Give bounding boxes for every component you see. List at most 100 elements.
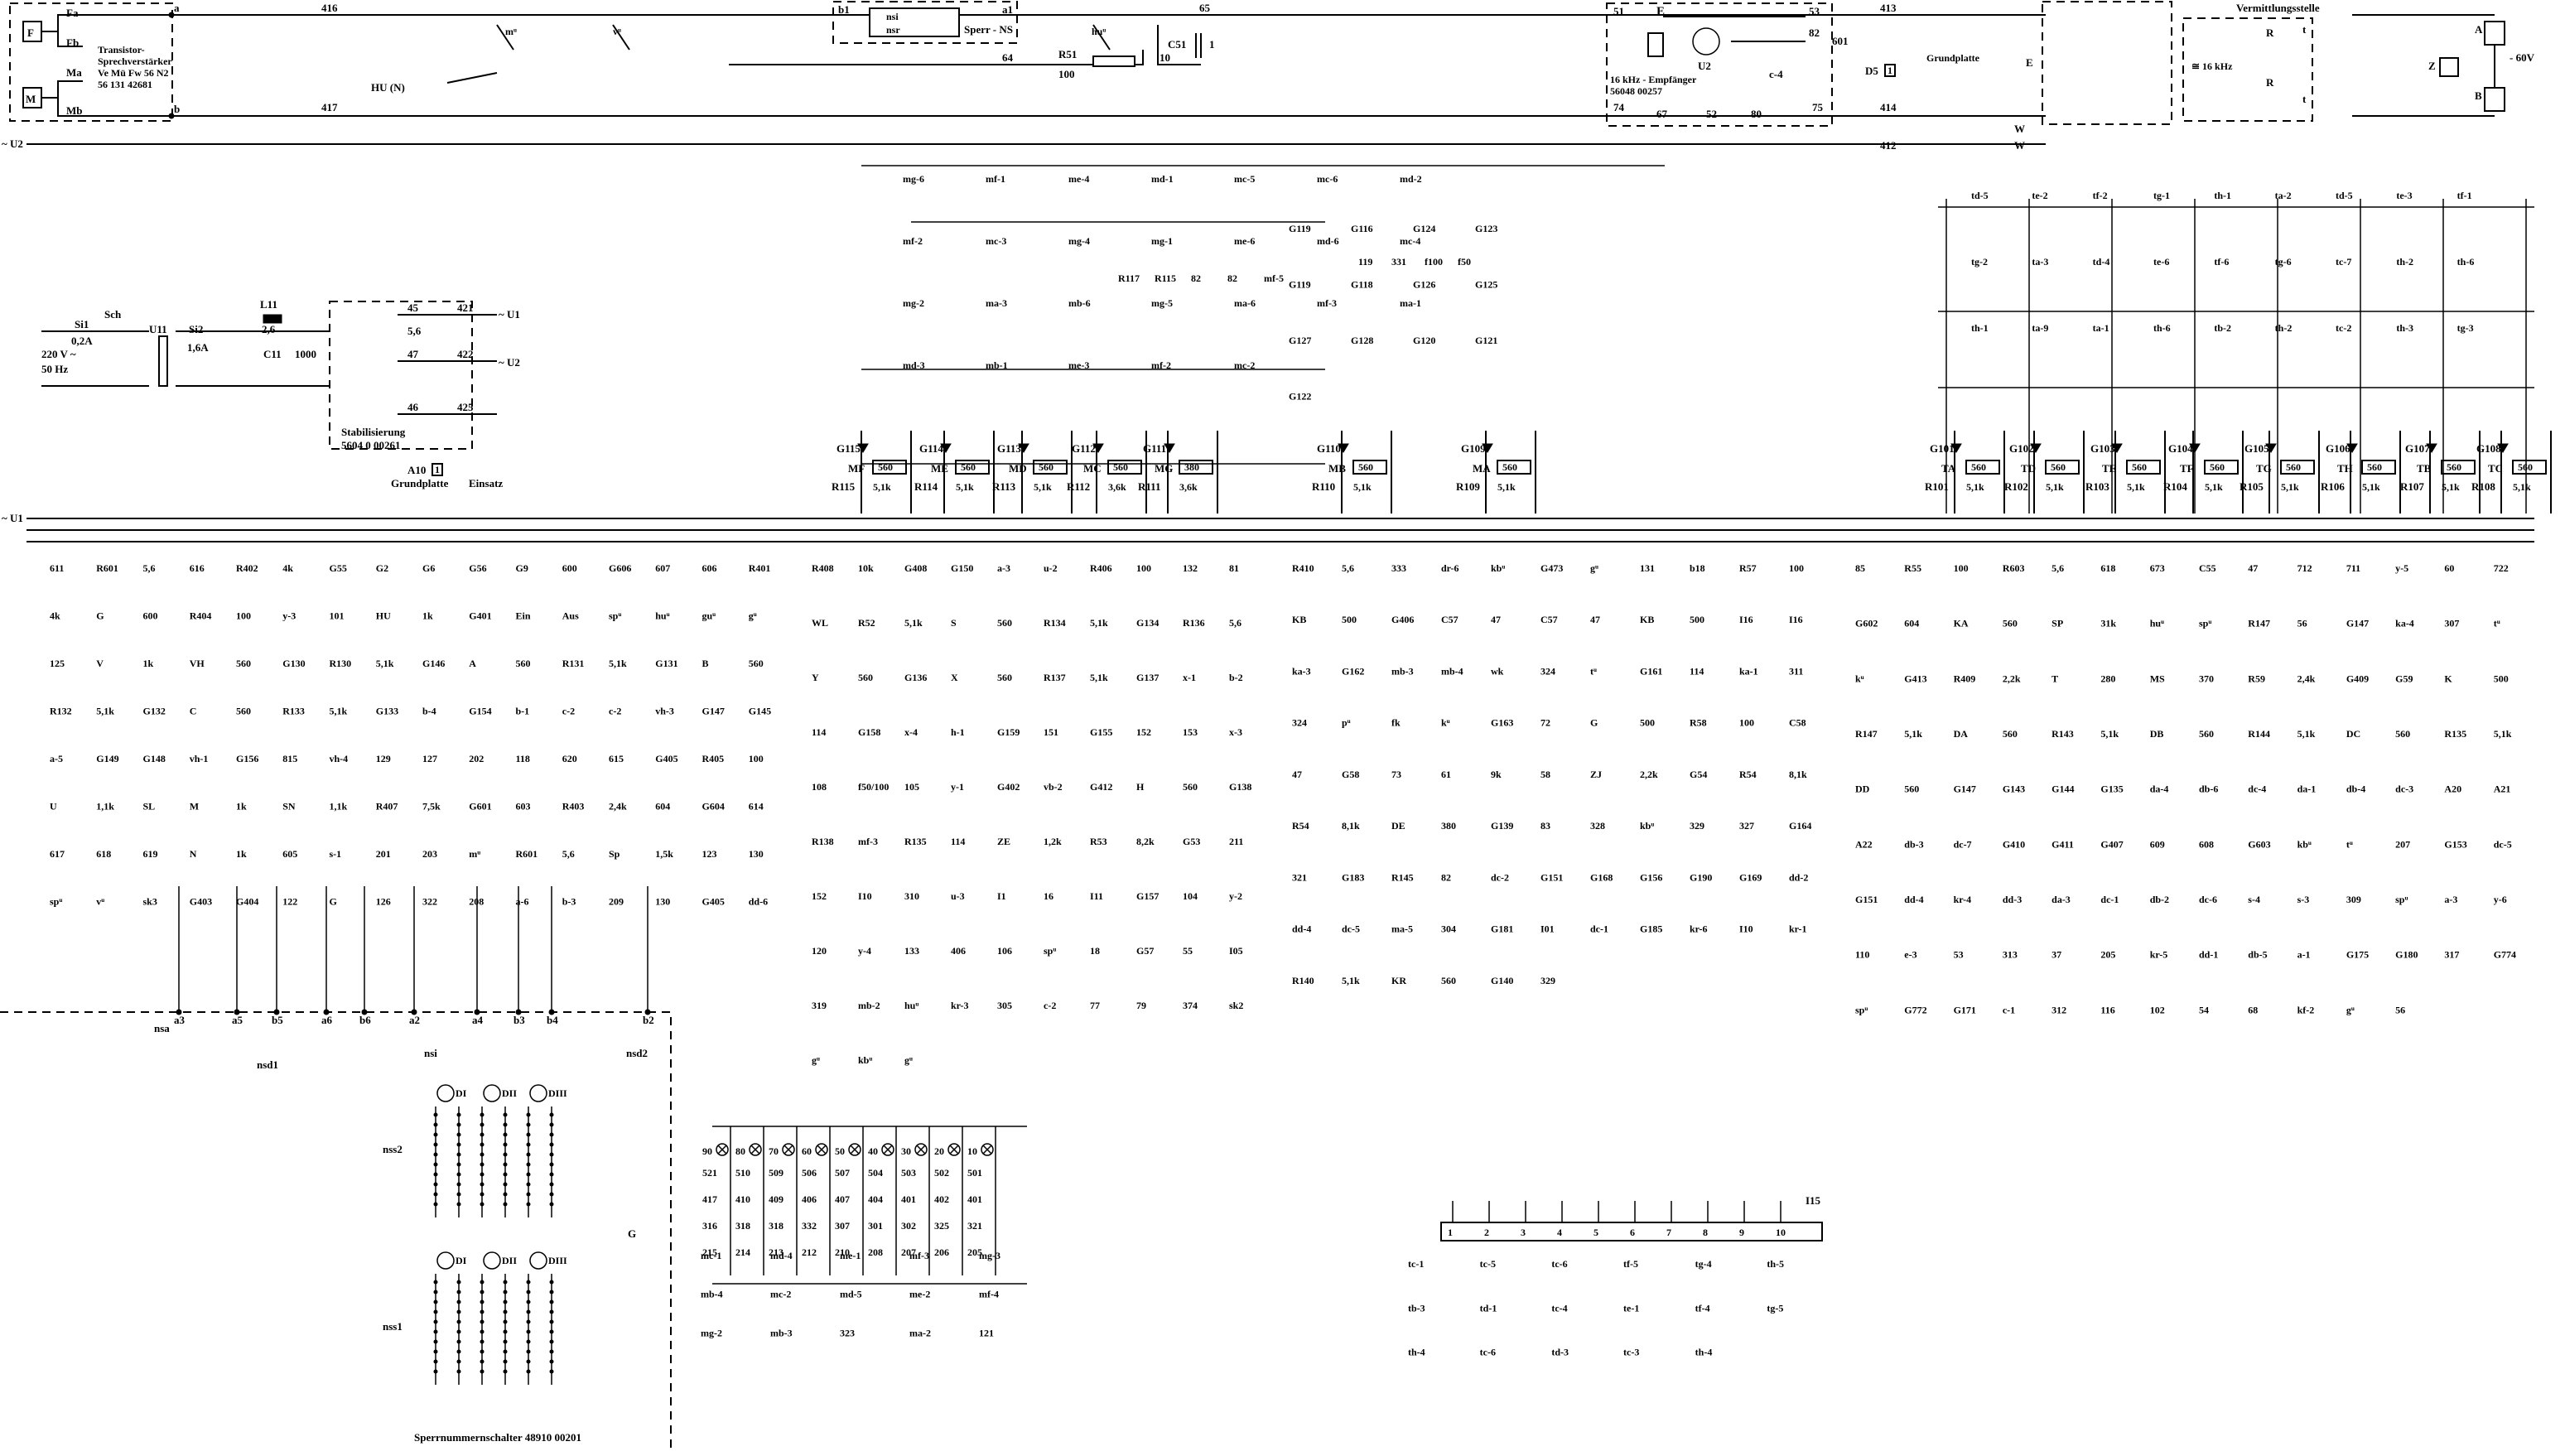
component-label: C (190, 706, 197, 717)
component-label: spᵘ (1044, 945, 1056, 957)
resistor-label: 82 (1191, 272, 1201, 284)
diode-label: G124 (1413, 223, 1435, 234)
component-label: spᵘ (50, 896, 62, 908)
component-label: dc-5 (2494, 838, 2512, 850)
component-label: A22 (1855, 838, 1873, 850)
contact-label: mc-5 (1234, 173, 1255, 185)
component-label: SL (143, 801, 156, 812)
component-label: db-4 (2346, 783, 2365, 795)
component-label: y-1 (951, 781, 964, 793)
component-label: ZE (997, 836, 1010, 847)
component-label: SP (2052, 618, 2063, 629)
contact-label: th-4 (1695, 1347, 1713, 1358)
component-label: gᵘ (904, 1054, 913, 1066)
lamp-wire (916, 1126, 930, 1275)
resistor-value: 5,1k (1497, 481, 1516, 493)
component-label: 2,2k (1640, 769, 1658, 780)
component-label: T (2052, 673, 2058, 684)
lamp-icon (914, 1143, 928, 1156)
svg-text:a1: a1 (1002, 3, 1013, 16)
component-label: kᵘ (1441, 717, 1450, 729)
contact-label: md-3 (903, 359, 925, 371)
contact-label: mg-1 (1151, 235, 1173, 247)
svg-text:E: E (1656, 5, 1665, 18)
svg-text:75: 75 (1812, 101, 1824, 113)
lamp-code: 402 (934, 1193, 949, 1205)
grundplatte-d5: 413 414 412 D5 1 Grundplatte E W W (1865, 1, 2172, 152)
component-label: 1,2k (1044, 836, 1062, 847)
component-label: G413 (1904, 673, 1926, 684)
component-label: 116 (2100, 1004, 2114, 1015)
pin-label: a2 (409, 1014, 420, 1026)
component-label: G155 (1090, 726, 1112, 738)
component-label: R601 (96, 562, 118, 574)
component-label: gᵘ (1590, 562, 1598, 574)
component-label: G163 (1491, 717, 1513, 729)
component-label: 68 (2248, 1004, 2258, 1015)
resistor-label: R108 (2471, 480, 2495, 493)
component-label: 129 (376, 753, 391, 764)
contact-label: 323 (840, 1327, 855, 1338)
lamp-code: 318 (769, 1220, 783, 1232)
component-label: G135 (2100, 783, 2123, 795)
diode-label: G110 (1317, 442, 1341, 455)
resistor-value: 5,1k (2127, 481, 2145, 493)
component-label: y-3 (282, 610, 296, 622)
component-label: 560 (2395, 728, 2410, 740)
pin-label: b2 (643, 1014, 654, 1026)
component-label: 711 (2346, 562, 2360, 574)
component-label: S (951, 617, 957, 629)
component-label: 47 (1292, 769, 1302, 780)
relay-name: MD (1009, 462, 1027, 475)
component-label: 560 (236, 658, 251, 669)
component-label: spᵘ (2395, 894, 2408, 905)
component-label: 132 (1183, 562, 1198, 574)
component-label: G408 (904, 562, 927, 574)
component-label: G405 (655, 753, 677, 764)
component-label: I10 (858, 890, 872, 902)
lamp-code: 409 (769, 1193, 783, 1205)
component-label: G148 (143, 753, 166, 764)
component-label: G2 (376, 562, 388, 574)
component-label: 152 (1136, 726, 1151, 738)
lamp-wire (949, 1126, 963, 1275)
component-label: R137 (1044, 672, 1066, 683)
component-label: N (190, 848, 197, 860)
contact-label: mc-4 (1400, 235, 1420, 247)
component-label: vh-4 (330, 753, 349, 764)
component-label: spᵘ (609, 610, 621, 622)
component-label: 7,5k (422, 801, 441, 812)
component-label: G604 (702, 801, 725, 812)
component-label: dr-6 (1441, 562, 1459, 574)
lamp-wire (717, 1126, 731, 1275)
component-label: 305 (997, 1000, 1012, 1011)
component-label: 324 (1540, 665, 1555, 677)
contact-label: th-2 (2396, 256, 2413, 268)
component-label: 606 (702, 562, 717, 574)
component-label: 47 (1590, 614, 1600, 625)
svg-text:Si2: Si2 (189, 323, 203, 335)
svg-text:10: 10 (1160, 51, 1170, 64)
component-label: 60 (2444, 562, 2454, 574)
component-label: 8,1k (1342, 820, 1360, 832)
lamp-number: 80 (735, 1145, 745, 1157)
svg-text:Einsatz: Einsatz (469, 477, 503, 489)
component-label: kr-5 (2150, 949, 2168, 961)
relay-value: 380 (1184, 461, 1199, 473)
lamp-code: 206 (934, 1246, 949, 1258)
relay-name: TF (2180, 462, 2194, 475)
component-label: 82 (1441, 871, 1451, 883)
component-label: G606 (609, 562, 631, 574)
component-label: wk (1491, 665, 1504, 677)
lamp-code: 417 (702, 1193, 717, 1205)
relay-name: TA (1941, 462, 1956, 475)
diode-label: G107 (2405, 442, 2430, 455)
component-label: 618 (2100, 562, 2115, 574)
component-label: 5,1k (609, 658, 627, 669)
svg-text:601: 601 (1832, 35, 1849, 47)
relay-value: 560 (2132, 461, 2147, 473)
svg-text:A: A (2475, 23, 2483, 36)
component-label: 607 (655, 562, 670, 574)
